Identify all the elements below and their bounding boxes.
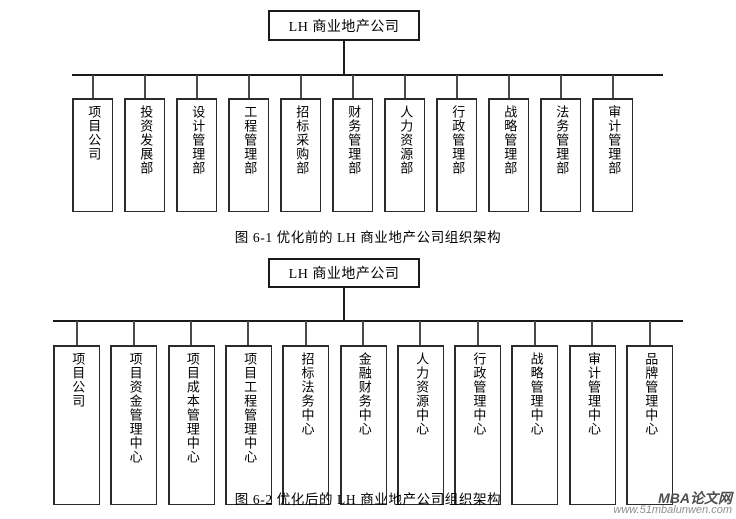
org-node-box: 战略管理部 <box>488 98 529 212</box>
org-node-label: 战略管理中心 <box>528 352 544 436</box>
org-node-box: 人力资源中心 <box>396 345 444 505</box>
drop-connector <box>247 321 250 346</box>
org-node-box: 项目资金管理中心 <box>110 345 158 505</box>
org-node-label: 战略管理部 <box>502 105 518 175</box>
drop-connector <box>299 75 302 99</box>
org-node-box: 项目工程管理中心 <box>224 345 272 505</box>
drop-connector <box>507 75 510 99</box>
drop-connector <box>419 321 422 346</box>
drop-connector <box>533 321 536 346</box>
org-node-label: 招标法务中心 <box>299 352 315 436</box>
drop-connector <box>476 321 479 346</box>
root-node-box: LH 商业地产公司 <box>268 258 420 288</box>
figure-caption: 图 6-1 优化前的 LH 商业地产公司组织架构 <box>234 230 502 245</box>
org-node-box: 招标采购部 <box>280 98 321 212</box>
horizontal-bus-connector <box>72 74 663 76</box>
drop-connector <box>195 75 198 99</box>
drop-connector <box>559 75 562 99</box>
root-node-label: LH 商业地产公司 <box>288 267 400 282</box>
org-node-box: 行政管理部 <box>436 98 477 212</box>
root-stem-connector <box>343 41 345 75</box>
org-node-label: 工程管理部 <box>242 105 258 175</box>
org-node-label: 项目公司 <box>86 105 102 161</box>
org-node-box: 设计管理部 <box>176 98 217 212</box>
org-node-box: 人力资源部 <box>384 98 425 212</box>
drop-connector <box>362 321 364 346</box>
org-node-box: 审计管理部 <box>592 98 633 212</box>
org-node-label: 人力资源中心 <box>414 352 430 436</box>
root-node-box: LH 商业地产公司 <box>268 10 420 41</box>
org-node-label: 投资发展部 <box>138 105 154 175</box>
org-node-label: 财务管理部 <box>346 105 362 175</box>
org-node-label: 行政管理部 <box>450 105 466 175</box>
org-node-box: 工程管理部 <box>228 98 269 212</box>
org-node-label: 审计管理中心 <box>585 352 601 436</box>
org-node-box: 项目公司 <box>53 345 100 505</box>
drop-connector <box>132 321 135 346</box>
drop-connector <box>91 75 94 99</box>
org-chart-before: LH 商业地产公司 项目公司 投资发展部 设计管理部 工程管理部 招标采购部 财务管理部 人… <box>0 0 736 248</box>
drop-connector <box>455 75 458 99</box>
drop-connector <box>403 75 406 99</box>
org-node-label: 项目公司 <box>70 352 86 408</box>
drop-connector <box>143 75 146 99</box>
org-node-label: 行政管理中心 <box>471 352 487 436</box>
drop-connector <box>75 321 78 346</box>
org-node-box: 招标法务中心 <box>282 345 330 505</box>
org-node-box: 项目成本管理中心 <box>167 345 215 505</box>
org-chart-after: LH 商业地产公司 项目公司 项目资金管理中心 项目成本管理中心 项目工程管理中心 招标… <box>0 250 736 519</box>
root-stem-connector <box>343 288 345 321</box>
drop-connector <box>190 321 193 346</box>
org-node-box: 行政管理中心 <box>454 345 502 505</box>
org-node-box: 项目公司 <box>72 98 113 212</box>
org-node-label: 项目资金管理中心 <box>127 352 143 464</box>
org-node-label: 项目工程管理中心 <box>242 352 258 464</box>
org-node-box: 战略管理中心 <box>511 345 559 505</box>
org-node-box: 金融财务中心 <box>339 345 387 505</box>
drop-connector <box>351 75 354 99</box>
drop-connector <box>304 321 307 346</box>
org-node-label: 品牌管理中心 <box>643 352 659 436</box>
drop-connector <box>591 321 594 346</box>
figure-caption: 图 6-2 优化后的 LH 商业地产公司组织架构 <box>234 492 502 507</box>
drop-connector <box>648 321 651 346</box>
drop-connector <box>611 75 614 99</box>
org-node-label: 项目成本管理中心 <box>184 352 200 464</box>
org-node-label: 审计管理部 <box>606 105 622 175</box>
org-node-box: 财务管理部 <box>332 98 373 212</box>
root-node-label: LH 商业地产公司 <box>288 19 400 35</box>
org-node-box: 审计管理中心 <box>568 345 616 505</box>
org-node-label: 法务管理部 <box>554 105 570 175</box>
org-node-label: 招标采购部 <box>294 105 310 175</box>
org-node-label: 设计管理部 <box>190 105 206 175</box>
org-node-box: 投资发展部 <box>124 98 165 212</box>
horizontal-bus-connector <box>53 320 683 322</box>
drop-connector <box>247 75 250 99</box>
org-node-box: 品牌管理中心 <box>626 345 673 505</box>
org-node-box: 法务管理部 <box>540 98 581 212</box>
org-node-label: 金融财务中心 <box>356 352 372 436</box>
org-node-label: 人力资源部 <box>398 105 414 175</box>
